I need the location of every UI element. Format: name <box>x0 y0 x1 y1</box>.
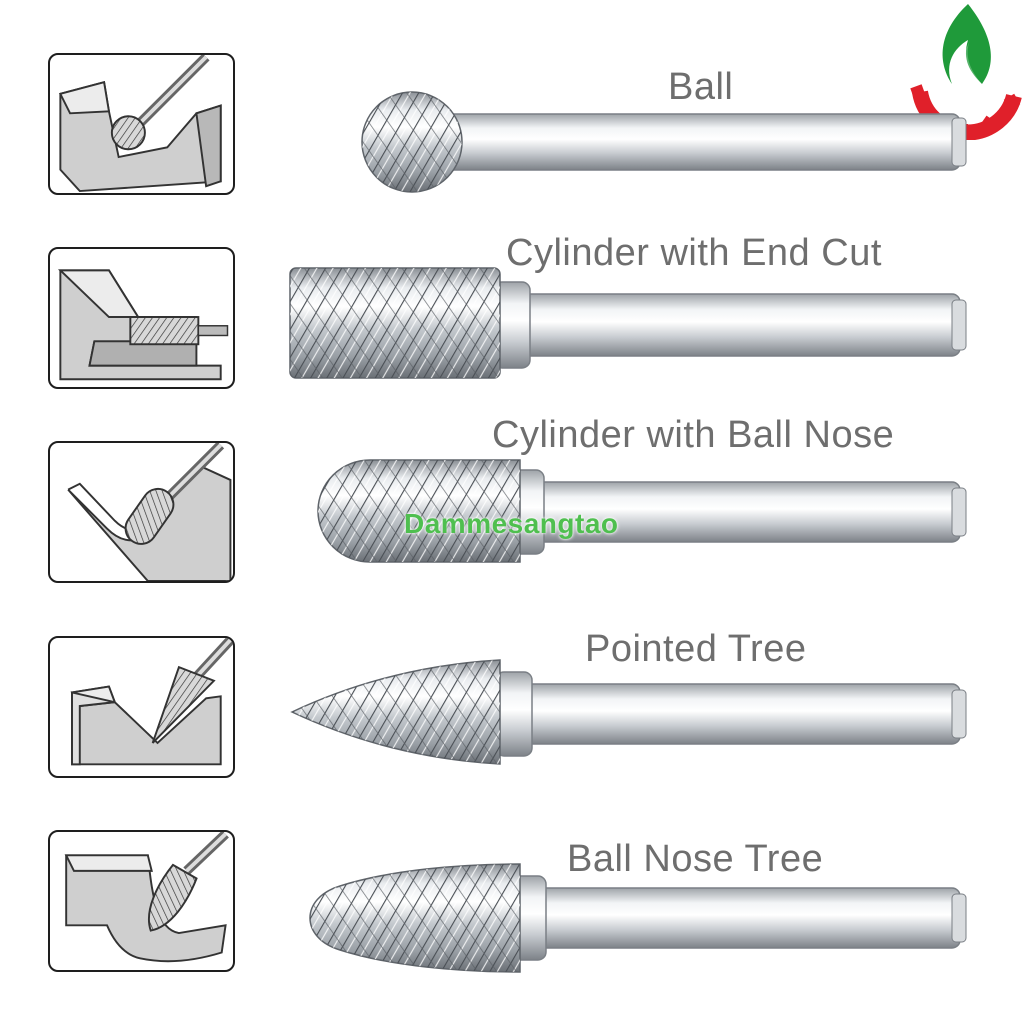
pointed-tree-burr-image <box>280 650 980 770</box>
cylinder-ball-nose-burr-image <box>280 452 980 572</box>
pointed-tree-usage-icon <box>48 636 235 778</box>
bit-label: Ball Nose Tree <box>567 838 824 880</box>
ball-burr-image <box>280 80 980 200</box>
ball-burr-usage-icon <box>48 53 235 195</box>
flame <box>942 4 991 84</box>
bit-label: Cylinder with End Cut <box>506 232 882 274</box>
cylinder-end-cut-burr-image <box>280 262 980 382</box>
bit-label: Ball <box>668 66 734 108</box>
ball-nose-tree-burr-image <box>280 858 980 978</box>
cylinder-end-cut-usage-icon <box>48 247 235 389</box>
ball-nose-tree-usage-icon <box>48 830 235 972</box>
bit-label: Pointed Tree <box>585 628 807 670</box>
bit-label: Cylinder with Ball Nose <box>492 414 895 456</box>
watermark-text: Dammesangtao <box>404 508 619 539</box>
cylinder-ball-nose-usage-icon <box>48 441 235 583</box>
